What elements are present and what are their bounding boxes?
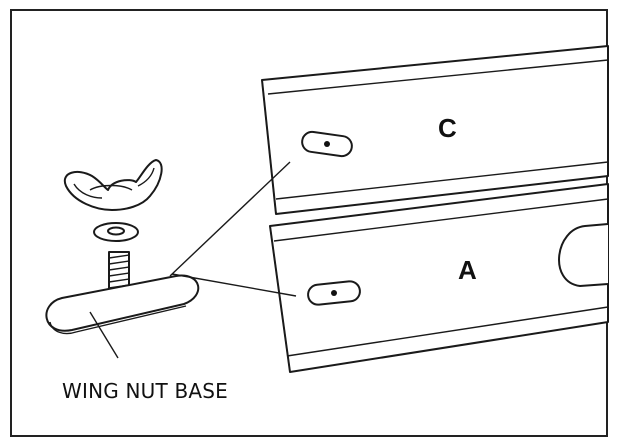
- label-panel-a: A: [458, 255, 477, 285]
- panel-a-cutout: [558, 223, 609, 287]
- washer-icon: [93, 222, 139, 242]
- rail-panel-c: [261, 45, 609, 215]
- leader-to-slot-c: [169, 161, 291, 277]
- leader-to-slot-a: [171, 273, 297, 297]
- leader-to-caption: [89, 311, 119, 359]
- leader-lines: [89, 161, 297, 359]
- rail-panel-a: [269, 183, 609, 373]
- wing-nut-icon: [63, 159, 163, 211]
- slot-panel-a: [307, 280, 361, 306]
- wing-nut-base-label: WING NUT BASE: [62, 379, 228, 403]
- slot-panel-c: [301, 130, 353, 158]
- label-panel-c: C: [438, 113, 457, 143]
